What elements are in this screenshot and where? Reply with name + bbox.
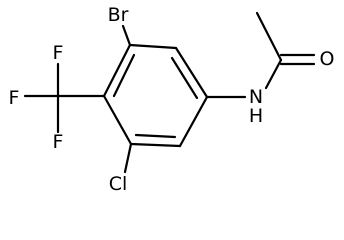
atom-label-bromine: Br <box>108 4 129 26</box>
atom-label-fluorine-left: F <box>9 87 20 109</box>
benzene-ring <box>102 43 209 148</box>
ring-double-bond-c4-c5 <box>134 133 177 139</box>
atom-label-fluorine-bottom: F <box>53 131 64 153</box>
ring-bond-c5-c6 <box>102 94 133 146</box>
ring-bond-c3-c4 <box>178 95 209 148</box>
ring-bond-c4-c5 <box>129 142 182 148</box>
atom-label-fluorine-top: F <box>53 42 64 64</box>
atom-label-oxygen: O <box>320 48 335 70</box>
ring-bond-c6-c1 <box>102 43 132 98</box>
atom-label-nitrogen: N <box>249 86 263 108</box>
ring-double-bond-c6-c1 <box>112 53 136 98</box>
bond-carbonyl-methyl <box>255 11 283 62</box>
bond-nitrogen-carbonyl <box>264 58 283 90</box>
ring-bond-c2-c3 <box>174 46 209 99</box>
ring-double-bond-c2-c3 <box>170 56 199 100</box>
ring-bond-c1-c2 <box>128 43 178 50</box>
bond-ring-bromine <box>121 24 132 47</box>
bond-ring-chlorine <box>123 142 133 174</box>
chemical-structure: Br Cl F F F N H O <box>9 4 335 195</box>
atom-label-chlorine: Cl <box>109 173 128 195</box>
atom-label-hydrogen: H <box>249 105 263 127</box>
